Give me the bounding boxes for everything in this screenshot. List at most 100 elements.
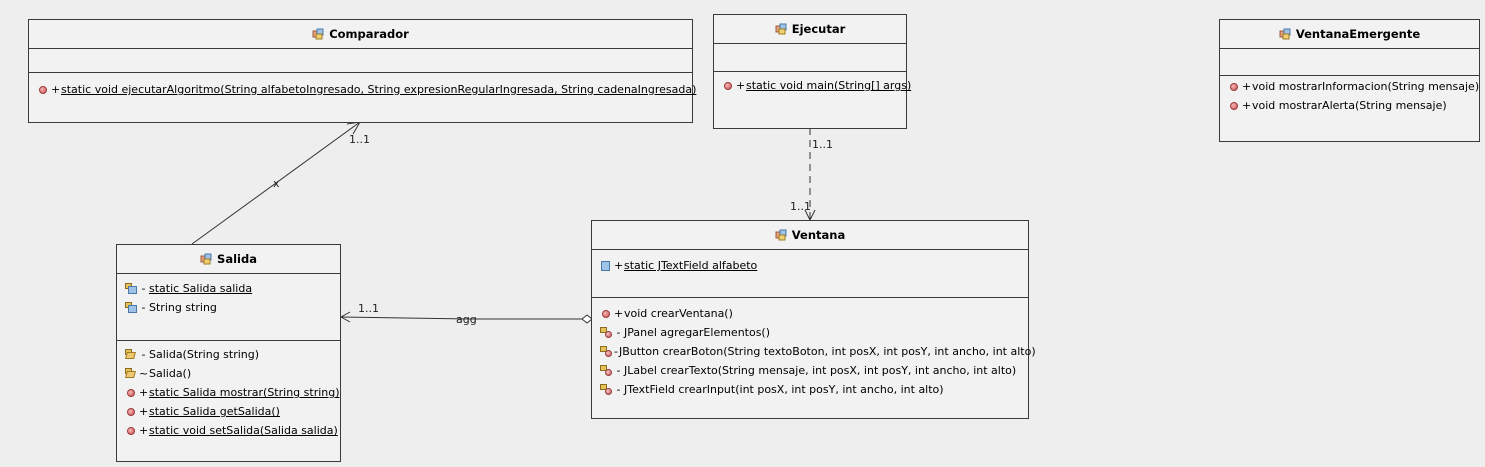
class-name: Ventana	[791, 228, 846, 242]
association-salida-comparador	[191, 121, 361, 245]
attribute-row[interactable]: + static JTextField alfabeto	[600, 256, 1028, 275]
visibility-marker: +	[736, 79, 746, 92]
private-method-icon	[600, 383, 612, 396]
attribute-row[interactable]: - static Salida salida	[125, 279, 340, 298]
method-row[interactable]: + void mostrarInformacion(String mensaje…	[1228, 77, 1479, 96]
mult-comparador: 1..1	[349, 133, 370, 146]
attributes-section: + static JTextField alfabeto	[592, 250, 1028, 298]
method-row[interactable]: + void crearVentana()	[600, 304, 1028, 323]
static-field-icon	[600, 260, 612, 272]
method-icon	[1228, 81, 1240, 93]
method-signature: void mostrarAlerta(String mensaje)	[1252, 99, 1447, 112]
method-row[interactable]: + static Salida getSalida()	[125, 402, 340, 421]
aggregation-ventana-salida	[340, 316, 586, 320]
aggregation-diamond	[581, 314, 593, 324]
mult-ventana: 1..1	[790, 200, 811, 213]
method-row[interactable]: - JPanel agregarElementos()	[600, 323, 1028, 342]
method-signature: JPanel agregarElementos()	[624, 326, 771, 339]
class-name: Comparador	[329, 27, 409, 41]
method-row[interactable]: - JTextField crearInput(int posX, int po…	[600, 380, 1028, 399]
method-signature: static void ejecutarAlgoritmo(String alf…	[61, 83, 697, 96]
association-mark: x	[273, 177, 280, 190]
visibility-marker: +	[614, 307, 624, 320]
method-signature: void mostrarInformacion(String mensaje)	[1252, 80, 1480, 93]
method-row[interactable]: - Salida(String string)	[125, 345, 340, 364]
methods-section: + static void ejecutarAlgoritmo(String a…	[29, 73, 696, 123]
methods-section: + static void main(String[] args)	[714, 72, 911, 129]
method-row[interactable]: + static Salida mostrar(String string)	[125, 383, 340, 402]
aggregation-label: agg	[456, 313, 477, 326]
method-signature: void crearVentana()	[624, 307, 733, 320]
private-method-icon	[600, 326, 612, 339]
class-ventana[interactable]: Ventana + static JTextField alfabeto + v…	[591, 220, 1036, 419]
method-row[interactable]: + static void ejecutarAlgoritmo(String a…	[37, 80, 696, 99]
method-icon	[37, 84, 49, 96]
method-icon	[125, 387, 137, 399]
class-comparador[interactable]: Comparador + static void ejecutarAlgorit…	[28, 19, 696, 123]
visibility-marker: +	[1242, 80, 1252, 93]
attribute-row[interactable]: - String string	[125, 298, 340, 317]
method-signature: static Salida mostrar(String string)	[149, 386, 340, 399]
method-row[interactable]: ~ Salida()	[125, 364, 340, 383]
constructor-icon	[125, 367, 137, 380]
method-icon	[722, 80, 734, 92]
class-name: VentanaEmergente	[1295, 27, 1421, 41]
method-icon	[125, 425, 137, 437]
class-name: Ejecutar	[791, 22, 846, 36]
method-row[interactable]: + static void setSalida(Salida salida)	[125, 421, 340, 440]
class-header: Ventana	[592, 221, 1028, 250]
class-icon	[775, 23, 787, 35]
attribute-text: String string	[149, 301, 217, 314]
mult-salida: 1..1	[358, 302, 379, 315]
mult-ejecutar: 1..1	[812, 138, 833, 151]
visibility-marker: -	[141, 348, 146, 361]
visibility-marker: +	[139, 386, 149, 399]
visibility-marker: +	[139, 424, 149, 437]
class-salida[interactable]: Salida - static Salida salida - String s…	[116, 244, 341, 462]
private-method-icon	[600, 345, 612, 358]
attribute-text: static Salida salida	[149, 282, 253, 295]
method-signature: static void main(String[] args)	[746, 79, 912, 92]
visibility-marker: -	[616, 364, 621, 377]
class-icon	[775, 229, 787, 241]
method-row[interactable]: + static void main(String[] args)	[722, 76, 911, 95]
method-signature: JLabel crearTexto(String mensaje, int po…	[624, 364, 1017, 377]
class-ejecutar[interactable]: Ejecutar + static void main(String[] arg…	[713, 14, 911, 129]
method-signature: Salida()	[149, 367, 192, 380]
class-header: VentanaEmergente	[1220, 20, 1479, 49]
visibility-marker: -	[141, 301, 146, 314]
visibility-marker: +	[51, 83, 61, 96]
method-signature: static Salida getSalida()	[149, 405, 280, 418]
class-ventana-emergente[interactable]: VentanaEmergente + void mostrarInformaci…	[1219, 19, 1480, 142]
class-icon	[1279, 28, 1291, 40]
class-icon	[312, 28, 324, 40]
method-signature: JButton crearBoton(String textoBoton, in…	[618, 345, 1036, 358]
attribute-text: static JTextField alfabeto	[624, 259, 758, 272]
visibility-marker: -	[614, 345, 618, 358]
method-row[interactable]: + void mostrarAlerta(String mensaje)	[1228, 96, 1479, 115]
method-signature: JTextField crearInput(int posX, int posY…	[624, 383, 944, 396]
methods-section: - Salida(String string) ~ Salida() + sta…	[117, 341, 340, 462]
attributes-section: - static Salida salida - String string	[117, 274, 340, 341]
visibility-marker: +	[614, 259, 624, 272]
class-header: Ejecutar	[714, 15, 906, 44]
visibility-marker: -	[616, 326, 621, 339]
method-signature: static void setSalida(Salida salida)	[149, 424, 338, 437]
class-name: Salida	[217, 252, 257, 266]
method-icon	[1228, 100, 1240, 112]
attributes-section	[1220, 49, 1479, 76]
visibility-marker: -	[616, 383, 621, 396]
class-header: Salida	[117, 245, 340, 274]
visibility-marker: +	[139, 405, 149, 418]
methods-section: + void crearVentana() - JPanel agregarEl…	[592, 298, 1036, 419]
constructor-icon	[125, 348, 137, 361]
method-icon	[125, 406, 137, 418]
method-row[interactable]: - JLabel crearTexto(String mensaje, int …	[600, 361, 1028, 380]
attributes-section	[29, 49, 692, 73]
arrowhead-salida	[339, 311, 351, 323]
attributes-section	[714, 44, 906, 72]
method-row[interactable]: - JButton crearBoton(String textoBoton, …	[600, 342, 1036, 361]
class-icon	[200, 253, 212, 265]
static-field-icon	[125, 282, 137, 295]
